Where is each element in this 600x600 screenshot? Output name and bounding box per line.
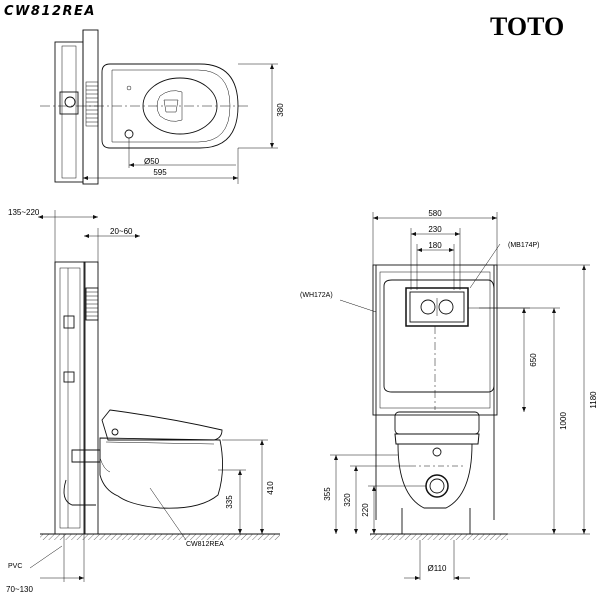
dim-230: 230 [428,225,442,234]
dim-355: 355 [323,487,332,501]
dim-135-220: 135~220 [8,208,40,217]
top-view: 380 Ø50 595 [40,29,285,185]
dim-320: 320 [343,493,352,507]
label-cw812rea: CW812REA [186,541,224,548]
dim-335: 335 [225,495,234,509]
label-pvc: PVC [8,563,22,570]
dim-650: 650 [529,353,538,367]
dim-diameter-50: Ø50 [144,157,160,166]
dim-1180: 1180 [589,391,598,409]
dim-20-60: 20~60 [110,227,133,236]
dim-220: 220 [361,503,370,517]
model-code: CW812REA [4,4,96,19]
dim-380: 380 [276,103,285,117]
dim-180: 180 [428,241,442,250]
brand-logo: TOTO [490,12,564,41]
dim-1000: 1000 [559,412,568,430]
label-mb174p: (MB174P) [508,242,540,249]
dim-410: 410 [266,481,275,495]
side-view: 135~220 20~60 410 3 [6,208,280,594]
dim-70-130: 70~130 [6,585,33,594]
dim-diameter-110: Ø110 [428,564,448,573]
label-wh172a: (WH172A) [300,292,333,299]
dim-595: 595 [153,168,167,177]
dim-580: 580 [428,209,442,218]
front-view: 580 230 180 [300,209,598,580]
